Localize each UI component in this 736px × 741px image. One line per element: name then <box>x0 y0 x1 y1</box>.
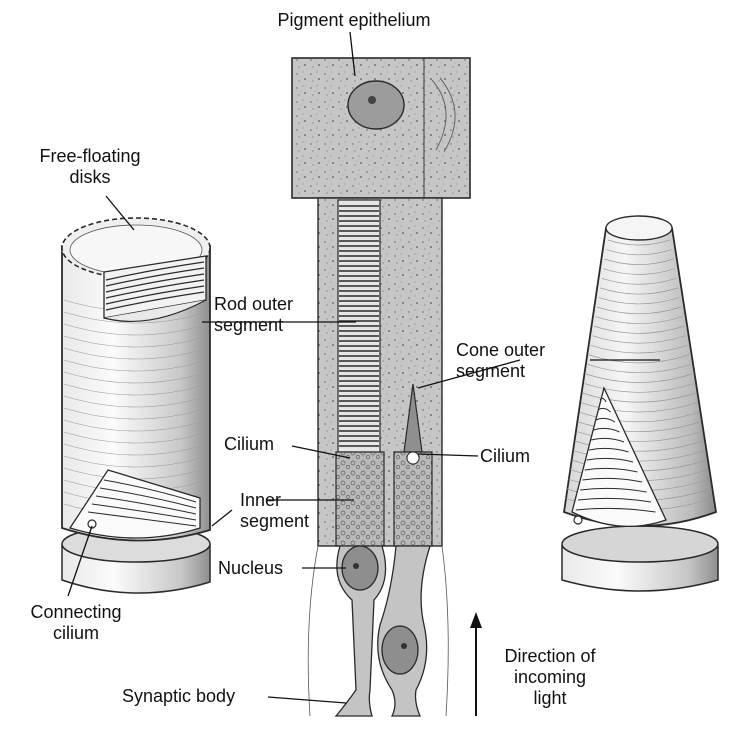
label-free-floating-line2: disks <box>69 167 111 187</box>
label-direction-line2: incoming <box>513 667 587 687</box>
cone-ring <box>598 297 680 305</box>
cone-nucleus <box>381 625 419 675</box>
label-free-floating-disks: Free-floating disks <box>39 146 140 188</box>
cone-ring <box>604 258 674 265</box>
cone-ring <box>603 268 675 275</box>
cone-ring <box>600 287 678 295</box>
cone-ring <box>587 364 691 373</box>
label-pigment-epithelium-text: Pigment epithelium <box>277 10 431 30</box>
rod-cylinder-body <box>61 245 211 542</box>
label-connecting-cilium: Connecting cilium <box>30 602 121 644</box>
label-nucleus: Nucleus <box>218 558 283 579</box>
cone-ring <box>593 325 685 334</box>
cone-ring <box>578 421 700 432</box>
label-cilium-rod-text: Cilium <box>224 434 275 454</box>
label-direction-line1: Direction of <box>504 646 596 666</box>
leader-lines <box>67 31 660 704</box>
cone-ring <box>607 239 671 246</box>
cone-ring <box>589 354 689 364</box>
cone-inner-segment-section <box>393 451 433 547</box>
label-connecting-line2: cilium <box>52 623 100 643</box>
label-inner-line1: Inner <box>240 490 282 510</box>
label-synaptic-body: Synaptic body <box>122 686 235 707</box>
label-rod-outer-segment: Rod outer segment <box>214 294 293 336</box>
rod-inner-segment-section <box>335 451 385 547</box>
cone-ring <box>581 402 697 413</box>
cone-ring <box>606 249 672 256</box>
cone-fold <box>586 457 634 463</box>
label-pigment-epithelium: Pigment epithelium <box>277 10 430 31</box>
label-cone-outer-line2: segment <box>456 361 526 381</box>
label-cone-outer-line1: Cone outer <box>456 340 546 360</box>
label-rod-outer-line1: Rod outer <box>214 294 294 314</box>
cone-ring <box>584 383 694 393</box>
label-inner-segment: Inner segment <box>240 490 309 532</box>
label-direction-of-light: Direction of incoming light <box>504 646 595 709</box>
rod-outer-segment-section <box>337 199 381 453</box>
cone-fold <box>575 507 656 513</box>
cone-ring <box>582 392 696 403</box>
cone-ring <box>576 431 702 442</box>
label-synaptic-body-text: Synaptic body <box>122 686 236 706</box>
label-nucleus-text: Nucleus <box>218 558 284 578</box>
cone-fold <box>580 487 647 493</box>
cone-fold <box>593 427 620 433</box>
rod-nucleus <box>341 545 379 591</box>
label-rod-outer-line2: segment <box>214 315 284 335</box>
cone-fold <box>597 407 611 413</box>
label-inner-line2: segment <box>240 511 310 531</box>
rod-cutaway-disk-stack <box>103 255 207 323</box>
cone-fold <box>577 497 652 503</box>
pigment-cell-nucleus <box>347 80 405 130</box>
light-direction-arrow <box>470 612 482 716</box>
rod-outer-segment-3d <box>61 217 211 594</box>
label-cilium-cone-text: Cilium <box>480 446 531 466</box>
label-cilium-rod: Cilium <box>224 434 274 455</box>
label-cilium-cone: Cilium <box>480 446 530 467</box>
cone-fold <box>584 467 638 473</box>
cone-fold <box>591 437 625 443</box>
cone-ring <box>585 373 693 383</box>
cone-fold <box>588 447 629 453</box>
cone-fold <box>595 417 616 423</box>
cone-disk-striations <box>565 239 713 511</box>
cone-outer-segment-3d <box>561 215 719 592</box>
label-connecting-line1: Connecting <box>30 602 122 622</box>
cone-ring <box>595 316 683 324</box>
retina-section <box>291 57 471 717</box>
rod-cell-body <box>334 545 387 717</box>
cone-membrane-folds <box>571 386 667 528</box>
cone-ring <box>579 411 699 423</box>
cone-ring <box>592 335 686 344</box>
cone-ring <box>601 277 677 285</box>
cone-ring <box>590 344 688 354</box>
label-free-floating-line1: Free-floating <box>39 146 141 166</box>
label-direction-line3: light <box>533 688 567 708</box>
cone-fold <box>599 397 607 403</box>
label-cone-outer-segment: Cone outer segment <box>456 340 545 382</box>
cone-fold <box>582 477 643 483</box>
cone-ring <box>596 306 682 315</box>
